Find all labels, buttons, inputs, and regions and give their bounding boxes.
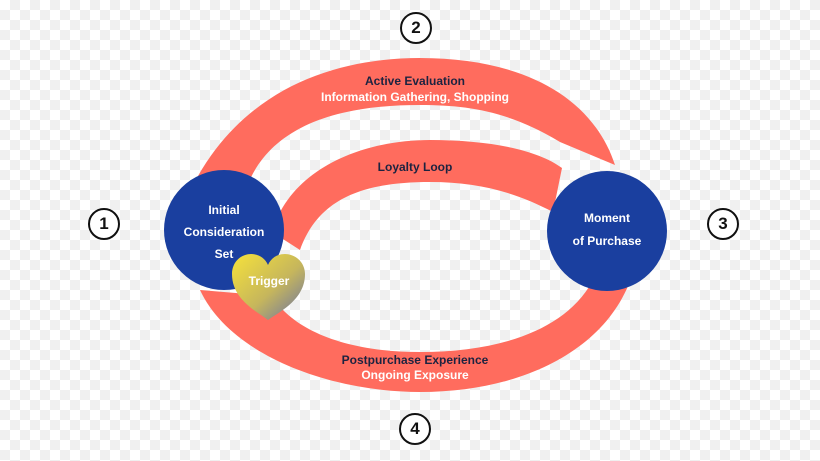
- moment-of-purchase-node: [547, 171, 667, 291]
- active-evaluation-arc: [198, 58, 615, 184]
- step-2-badge: 2: [400, 12, 432, 44]
- trigger-label: Trigger: [248, 274, 290, 288]
- step-1-badge: 1: [88, 208, 120, 240]
- postpurchase-subtitle: Ongoing Exposure: [361, 368, 469, 382]
- purchase-line-2: of Purchase: [572, 234, 642, 248]
- step-4-badge: 4: [399, 413, 431, 445]
- postpurchase-title: Postpurchase Experience: [341, 353, 489, 367]
- postpurchase-arc: [200, 282, 628, 392]
- loyalty-loop-arc: [272, 140, 562, 250]
- active-evaluation-subtitle: Information Gathering, Shopping: [321, 90, 509, 104]
- purchase-line-1: Moment: [584, 211, 630, 225]
- initial-line-2: Consideration: [183, 225, 265, 239]
- initial-line-3: Set: [214, 247, 234, 261]
- trigger-heart-icon: [232, 254, 305, 320]
- active-evaluation-title: Active Evaluation: [364, 74, 466, 88]
- initial-line-1: Initial: [208, 203, 240, 217]
- step-3-badge: 3: [707, 208, 739, 240]
- loyalty-loop-label: Loyalty Loop: [377, 160, 453, 174]
